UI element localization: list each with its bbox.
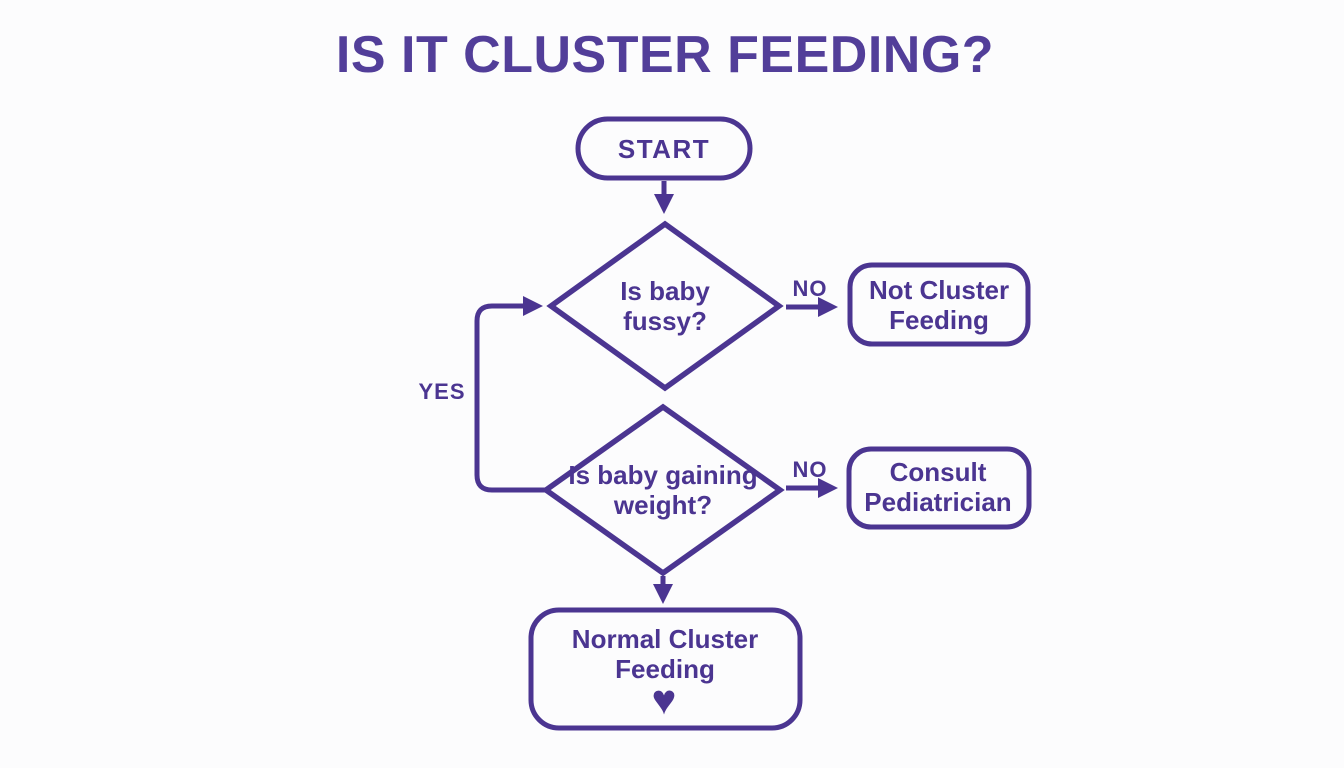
start-node-label: START (617, 133, 711, 164)
yes-label: YES (418, 379, 466, 405)
yes-loop-arrow (474, 296, 546, 493)
no-label-weight: NO (792, 457, 828, 483)
consult-label: Consult Pediatrician (864, 456, 1012, 517)
page-title: IS IT CLUSTER FEEDING? (335, 25, 995, 84)
no-label-fussy: NO (792, 276, 828, 302)
start-node-shape (575, 116, 753, 181)
consult-box-shape (846, 446, 1032, 530)
normal-box-shape (528, 607, 803, 731)
heart-icon: ♥ (651, 676, 677, 723)
normal-label: Normal Cluster Feeding (571, 623, 759, 684)
decision-weight-label: Is baby gaining weight? (568, 459, 758, 520)
decision-fussy-label: Is baby fussy? (620, 275, 710, 336)
not-cluster-label: Not Cluster Feeding (868, 274, 1010, 335)
decision-weight-diamond (541, 403, 785, 577)
decision-fussy-diamond (546, 220, 784, 392)
not-cluster-box-shape (847, 262, 1031, 347)
